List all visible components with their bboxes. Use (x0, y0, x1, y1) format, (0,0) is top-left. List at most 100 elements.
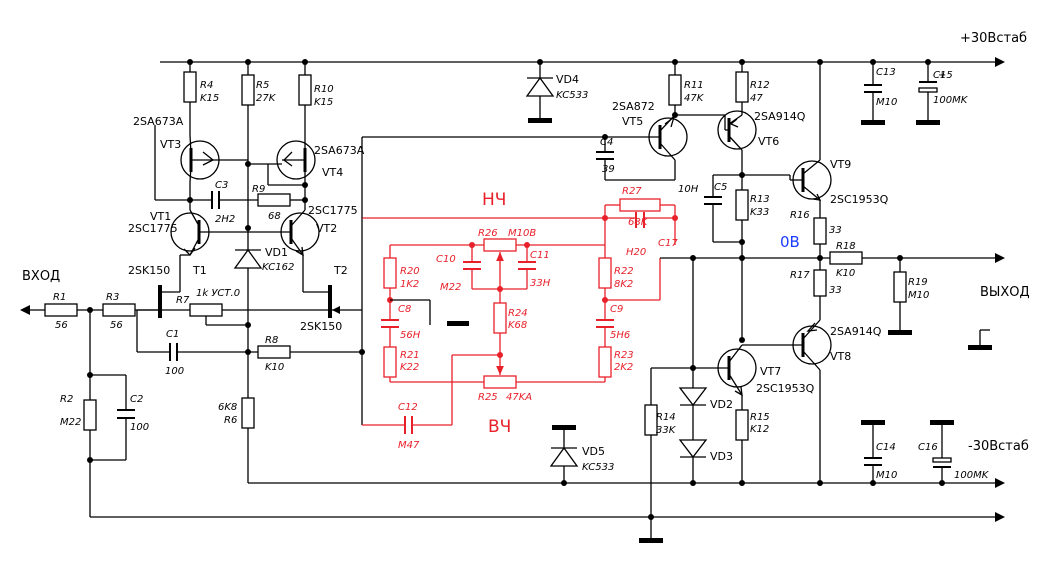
ground-symbol (861, 420, 885, 425)
transistor-vt7: VT7 2SC1953Q (693, 344, 815, 397)
resistor-r2: R2 M22 (60, 394, 97, 431)
svg-text:T1: T1 (192, 264, 207, 277)
resistor-r10: R10 K15 (298, 74, 334, 108)
svg-text:R1: R1 (53, 292, 66, 303)
svg-text:C16: C16 (918, 442, 938, 453)
resistor-r17: R17 33 (790, 269, 842, 297)
svg-text:K68: K68 (508, 320, 527, 331)
svg-text:R20: R20 (400, 266, 420, 277)
svg-text:100: 100 (165, 366, 184, 377)
svg-text:56H: 56H (400, 330, 421, 341)
svg-text:C4: C4 (600, 137, 613, 148)
resistor-r22: R22 8K2 (598, 257, 634, 290)
resistor-r11: R11 47K (668, 74, 705, 106)
svg-text:R13: R13 (750, 194, 770, 205)
svg-text:C15: C15 (933, 70, 953, 81)
resistor-r14: R14 33K (644, 404, 677, 436)
svg-text:68K: 68K (628, 217, 649, 228)
capacitor-c2: C2 100 (117, 394, 149, 433)
capacitor-c15: C15 100MK + (918, 62, 969, 120)
svg-text:100MK: 100MK (933, 95, 969, 106)
svg-text:R18: R18 (836, 241, 856, 252)
svg-text:K15: K15 (314, 97, 333, 108)
svg-text:2SC1953Q: 2SC1953Q (756, 382, 815, 395)
capacitor-c5: C5 10H (678, 174, 742, 243)
pot-r26: R26 M10B (478, 228, 536, 262)
positive-rail (160, 57, 1005, 67)
resistor-r21: R21 K22 (383, 346, 420, 378)
svg-text:C2: C2 (130, 394, 143, 405)
capacitor-c8: C8 56H (381, 304, 421, 341)
svg-text:1k УСТ.0: 1k УСТ.0 (196, 288, 240, 299)
svg-text:R15: R15 (750, 412, 770, 423)
svg-text:R4: R4 (200, 80, 213, 91)
nch-label: НЧ (482, 190, 506, 210)
svg-text:VD4: VD4 (556, 73, 579, 86)
svg-text:M22: M22 (440, 282, 461, 293)
svg-text:K33: K33 (750, 207, 769, 218)
svg-text:100MK: 100MK (954, 470, 990, 481)
svg-text:R26: R26 (478, 228, 498, 239)
svg-text:K10: K10 (836, 268, 855, 279)
transistor-vt3: 2SA673A VT3 (133, 115, 220, 183)
resistor-r16: R16 33 (790, 210, 842, 245)
svg-text:R16: R16 (790, 210, 810, 221)
svg-text:56: 56 (110, 320, 123, 331)
svg-text:33: 33 (829, 285, 842, 296)
vplus-label: +30Встаб (960, 31, 1027, 46)
svg-text:VT1: VT1 (150, 210, 171, 223)
svg-text:R23: R23 (614, 350, 634, 361)
svg-text:6K8: 6K8 (218, 402, 237, 413)
jfet-t2: 2SK150 T2 (300, 255, 362, 333)
capacitor-c3: C3 2H2 (211, 180, 235, 225)
input-label: ВХОД (22, 269, 60, 284)
svg-text:KC533: KC533 (556, 90, 588, 101)
svg-text:VT8: VT8 (830, 350, 851, 363)
jfet-t1: 2SK150 T1 (128, 255, 207, 318)
svg-text:R17: R17 (790, 270, 810, 281)
svg-text:C13: C13 (876, 67, 896, 78)
svg-text:R19: R19 (908, 277, 928, 288)
svg-text:VD5: VD5 (582, 445, 605, 458)
ground-symbol (888, 330, 912, 335)
transistor-vt9: VT9 2SC1953Q (789, 158, 889, 206)
capacitor-c4: C4 39 (596, 137, 675, 181)
ground-symbol (639, 538, 663, 543)
svg-text:47: 47 (750, 93, 763, 104)
resistor-r5: R5 27K (241, 74, 277, 106)
svg-text:2SA872: 2SA872 (612, 100, 655, 113)
ground-symbol (968, 329, 992, 350)
ground-symbol (447, 321, 469, 326)
resistor-r3: R3 56 (102, 292, 136, 331)
capacitor-c14: C14 M10 (864, 425, 897, 483)
svg-text:2SA914Q: 2SA914Q (754, 110, 806, 123)
trimmer-r7: R7 1k УСТ.0 (160, 288, 330, 326)
svg-text:M47: M47 (398, 440, 420, 451)
svg-text:R10: R10 (314, 84, 334, 95)
svg-text:68: 68 (268, 211, 281, 222)
svg-text:C1: C1 (166, 329, 179, 340)
svg-text:VT6: VT6 (758, 135, 779, 148)
svg-text:2SK150: 2SK150 (300, 320, 342, 333)
vminus-label: -30Встаб (968, 439, 1029, 454)
svg-text:C12: C12 (398, 402, 418, 413)
svg-text:2H2: 2H2 (215, 214, 235, 225)
resistor-r18: R18 K10 (829, 241, 863, 279)
capacitor-c11: C11 33H (518, 245, 551, 289)
svg-text:R27: R27 (622, 186, 642, 197)
svg-text:33H: 33H (530, 278, 551, 289)
svg-text:5H6: 5H6 (610, 330, 630, 341)
resistor-r20: R20 1K2 (383, 257, 420, 290)
svg-text:KC162: KC162 (262, 262, 294, 273)
transistor-vt6: 2SA914Q VT6 (717, 110, 806, 151)
svg-text:C10: C10 (436, 254, 456, 265)
capacitor-c16: C16 100MK (918, 425, 990, 483)
svg-text:56: 56 (55, 320, 68, 331)
svg-text:C8: C8 (398, 304, 411, 315)
svg-text:R11: R11 (684, 80, 704, 91)
svg-text:R12: R12 (750, 80, 770, 91)
svg-text:C5: C5 (714, 182, 727, 193)
svg-text:R8: R8 (265, 335, 278, 346)
svg-text:VD1: VD1 (265, 246, 288, 259)
